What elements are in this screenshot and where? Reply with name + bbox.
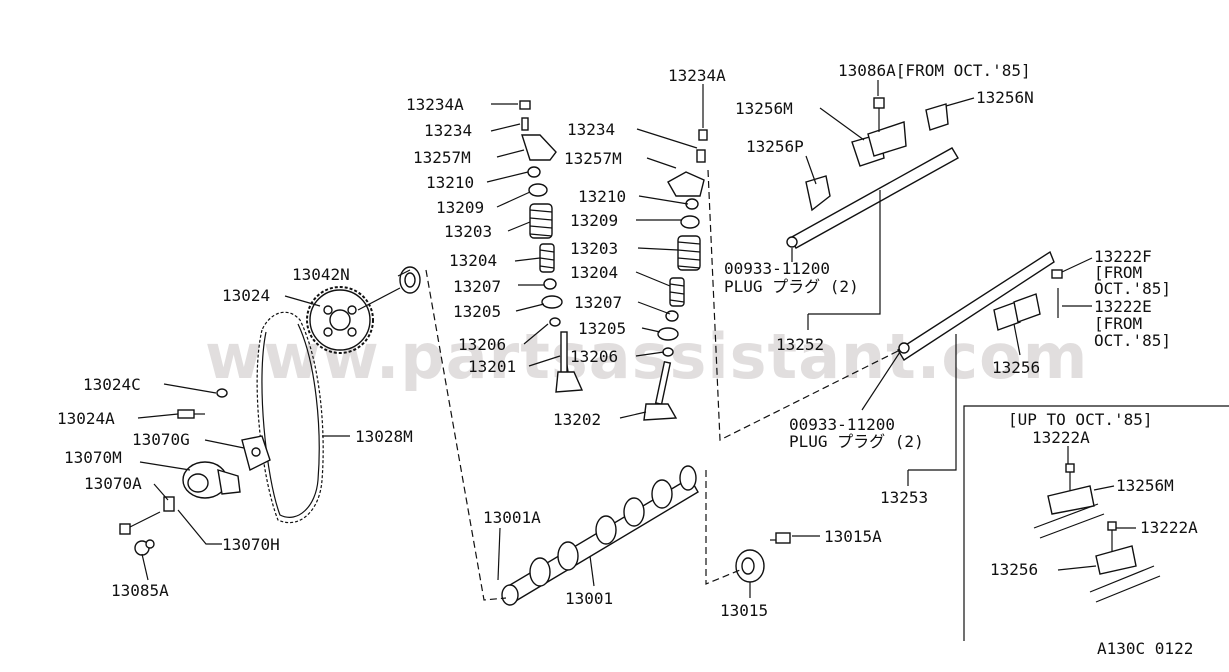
label-13222F: 13222F (1094, 247, 1152, 266)
label-13207-right: 13207 (574, 293, 622, 312)
valve-train-right (643, 129, 708, 421)
label-13222E-from: [FROM (1094, 314, 1142, 333)
label-13202: 13202 (553, 410, 601, 429)
label-13209-left: 13209 (436, 198, 484, 217)
rocker-shaft-lower (897, 250, 1063, 361)
label-13234A-right: 13234A (668, 66, 726, 85)
dashed-outlines (425, 169, 901, 601)
label-13206-right: 13206 (570, 347, 618, 366)
label-13070H: 13070H (222, 535, 280, 554)
label-13042N: 13042N (292, 265, 350, 284)
label-13205-left: 13205 (453, 302, 501, 321)
label-13222F-from: [FROM (1094, 263, 1142, 282)
camshaft-sprocket (306, 286, 374, 354)
label-plug-2-number: 00933-11200 (789, 415, 895, 434)
inset-label-13222A-top: 13222A (1032, 428, 1090, 447)
label-13209-right: 13209 (570, 211, 618, 230)
label-13234A-left: 13234A (406, 95, 464, 114)
inset-title: [UP TO OCT.'85] (1008, 410, 1153, 429)
label-13205-right: 13205 (578, 319, 626, 338)
label-13210-right: 13210 (578, 187, 626, 206)
label-13222E: 13222E (1094, 297, 1152, 316)
label-13024A: 13024A (57, 409, 115, 428)
label-13257M-right: 13257M (564, 149, 622, 168)
valve-train-left (519, 100, 584, 393)
label-13015: 13015 (720, 601, 768, 620)
label-13201: 13201 (468, 357, 516, 376)
tensioner-bracket (241, 435, 271, 472)
camshaft-bearing (735, 549, 765, 583)
plug-bolt-13015A (770, 532, 791, 544)
label-13256M-top: 13256M (735, 99, 793, 118)
bolts-left (119, 388, 228, 556)
label-13207-left: 13207 (453, 277, 501, 296)
label-13222E-date: OCT.'85] (1094, 331, 1171, 350)
label-13257M-left: 13257M (413, 148, 471, 167)
inset-box (963, 405, 1229, 641)
label-13256N: 13256N (976, 88, 1034, 107)
label-plug-1-number: 00933-11200 (724, 259, 830, 278)
label-13001A: 13001A (483, 508, 541, 527)
label-13024: 13024 (222, 286, 270, 305)
label-13204-right: 13204 (570, 263, 618, 282)
rocker-shaft-upper (786, 97, 959, 249)
label-13001: 13001 (565, 589, 613, 608)
label-13256-mid: 13256 (992, 358, 1040, 377)
label-13070M: 13070M (64, 448, 122, 467)
inset-label-13222A-mid: 13222A (1140, 518, 1198, 537)
inset-label-13256: 13256 (990, 560, 1038, 579)
label-13210-left: 13210 (426, 173, 474, 192)
label-13222F-date: OCT.'85] (1094, 279, 1171, 298)
label-plug-2-text: PLUG プラグ (2) (789, 432, 924, 451)
label-13015A: 13015A (824, 527, 882, 546)
label-13234-right: 13234 (567, 120, 615, 139)
label-13206-left: 13206 (458, 335, 506, 354)
label-13028M: 13028M (355, 427, 413, 446)
label-13252: 13252 (776, 335, 824, 354)
label-13085A: 13085A (111, 581, 169, 600)
camshaft (501, 465, 699, 606)
leader-lines (137, 80, 1136, 598)
label-13070G: 13070G (132, 430, 190, 449)
label-13256P: 13256P (746, 137, 804, 156)
label-13203-right: 13203 (570, 239, 618, 258)
label-13024C: 13024C (83, 375, 141, 394)
label-13086A: 13086A[FROM OCT.'85] (838, 61, 1031, 80)
label-13203-left: 13203 (444, 222, 492, 241)
inset-label-13256M: 13256M (1116, 476, 1174, 495)
label-13234-left: 13234 (424, 121, 472, 140)
label-plug-1-text: PLUG プラグ (2) (724, 277, 859, 296)
part-labels: 13234A 13234 13257M 13210 13209 13203 13… (57, 61, 1198, 658)
tensioner-pulley (182, 461, 241, 499)
oil-seal (399, 266, 421, 294)
figure-code: A130C 0122 (1097, 639, 1193, 658)
label-13204-left: 13204 (449, 251, 497, 270)
label-13070A: 13070A (84, 474, 142, 493)
label-13253: 13253 (880, 488, 928, 507)
